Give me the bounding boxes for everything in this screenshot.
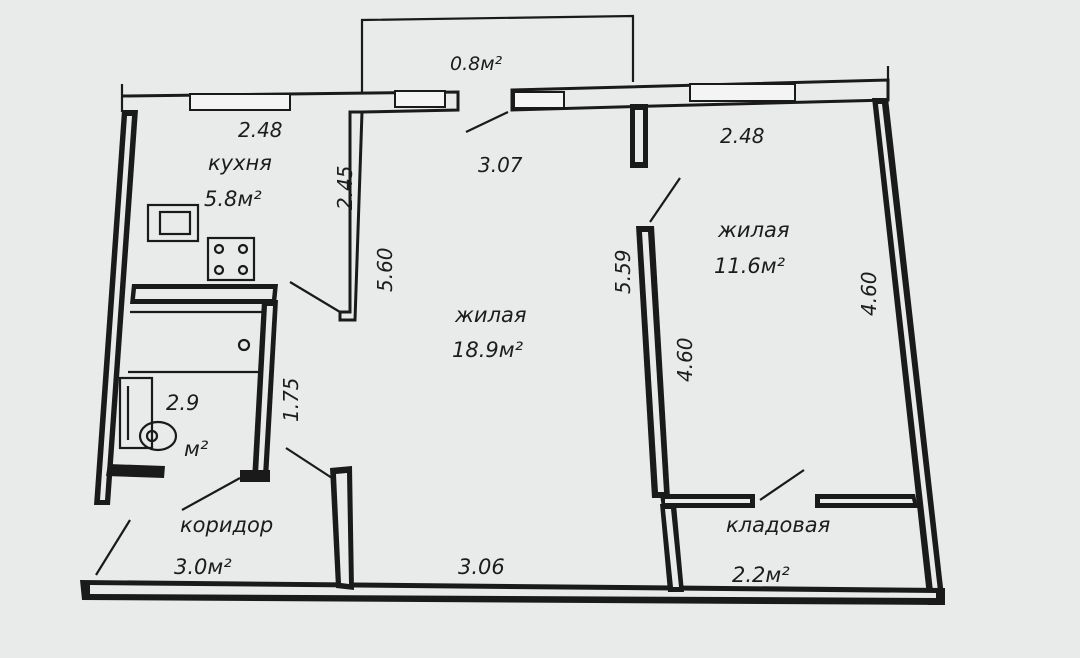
living-main-right-depth-label: 5.59 [611, 249, 635, 294]
living-small-right-depth-label: 4.60 [857, 271, 881, 316]
living-small-name-label: жилая [717, 218, 790, 242]
living-main-name-label: жилая [454, 303, 527, 327]
bathroom-area-unit-label: м² [184, 437, 209, 461]
storage-name-label: кладовая [726, 513, 830, 537]
toilet-icon [118, 376, 178, 452]
balcony-area-label: 0.8м² [450, 53, 503, 75]
living-small-left-depth-label: 4.60 [673, 337, 697, 382]
kitchen-name-label: кухня [208, 151, 272, 175]
window-living-small [689, 83, 796, 102]
balcony-door-window [513, 91, 565, 109]
living-main-left-depth-label: 5.60 [373, 247, 397, 292]
sink-icon [237, 338, 251, 352]
living-small-area-label: 11.6м² [714, 254, 786, 278]
bathroom-area-value-label: 2.9 [166, 391, 199, 415]
storage-walls [660, 469, 918, 592]
storage-area-label: 2.2м² [732, 563, 790, 587]
corridor-name-label: коридор [180, 513, 273, 537]
living-main-top-width-label: 3.07 [478, 153, 523, 177]
living-small-width-label: 2.48 [720, 124, 765, 148]
corridor-area-label: 3.0м² [174, 555, 232, 579]
bathroom-depth-label: 1.75 [279, 377, 303, 422]
living-main-area-label: 18.9м² [452, 338, 524, 362]
exterior-wall-top [120, 66, 890, 114]
balcony [360, 14, 635, 92]
bathroom-walls [106, 284, 278, 511]
kitchen-sink-icon [146, 203, 200, 243]
kitchen-area-label: 5.8м² [204, 187, 262, 211]
window-kitchen [189, 93, 291, 111]
kitchen-wall [289, 110, 364, 322]
window-living-main [394, 90, 446, 108]
entrance-door [95, 447, 333, 576]
stove-icon [206, 236, 256, 282]
kitchen-width-label: 2.48 [238, 118, 283, 142]
balcony-door [465, 111, 509, 133]
partition-wall [630, 104, 681, 498]
living-main-bottom-width-label: 3.06 [458, 555, 505, 579]
corridor-partition [330, 466, 354, 590]
kitchen-depth-label: 2.45 [333, 165, 357, 210]
exterior-walls [80, 98, 945, 605]
